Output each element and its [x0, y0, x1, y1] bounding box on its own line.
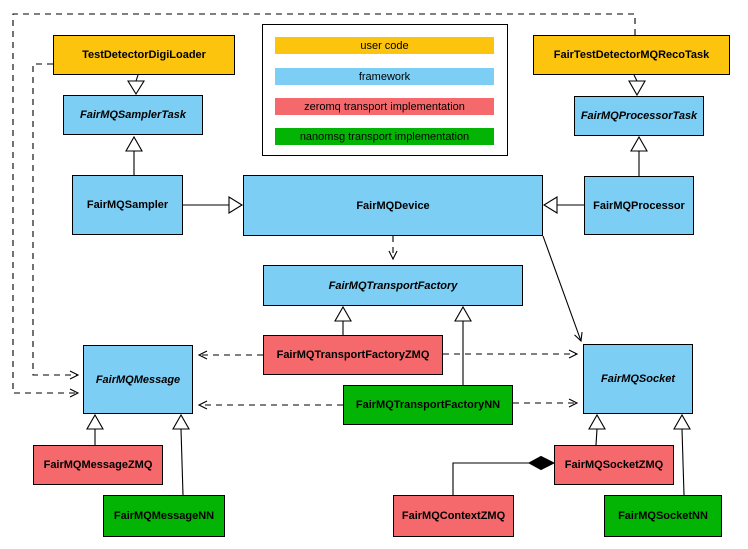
edge-factoryzmq-to-transportfactory — [334, 305, 352, 335]
node-fairtestdetectormqrecotask: FairTestDetectorMQRecoTask — [533, 35, 730, 75]
edge-messagenn-to-message — [172, 413, 190, 496]
node-fairmqtransportfactoryzmq: FairMQTransportFactoryZMQ — [263, 335, 443, 375]
edge-processor-to-processortask — [630, 135, 648, 176]
node-fairmqsocketnn: FairMQSocketNN — [604, 495, 722, 537]
edge-sampler-to-samplertask — [125, 135, 143, 175]
edge-processor-to-device — [542, 196, 584, 214]
node-fairmqmessagezmq: FairMQMessageZMQ — [33, 445, 163, 485]
node-fairmqcontextzmq: FairMQContextZMQ — [393, 495, 514, 537]
legend-item-nanomsg: nanomsg transport implementation — [275, 128, 494, 145]
edge-device-to-socket — [542, 235, 583, 343]
edge-recotask-to-message — [12, 13, 636, 398]
node-fairmqtransportfactorynn: FairMQTransportFactoryNN — [343, 385, 513, 425]
node-testdetectordigiloader: TestDetectorDigiLoader — [53, 35, 235, 75]
edge-digiloader-to-message — [32, 63, 80, 380]
node-fairmqsamplertask: FairMQSamplerTask — [63, 95, 203, 135]
node-fairmqdevice: FairMQDevice — [243, 175, 543, 236]
node-fairmqsocketzmq: FairMQSocketZMQ — [554, 445, 674, 485]
edge-socketzmq-to-socket — [588, 413, 606, 446]
legend-item-zeromq: zeromq transport implementation — [275, 98, 494, 115]
edge-recotask-to-processortask — [628, 74, 646, 97]
edge-sampler-to-device — [183, 196, 244, 214]
edge-socketnn-to-socket — [673, 413, 691, 496]
node-fairmqprocessor: FairMQProcessor — [584, 176, 694, 235]
edge-messagezmq-to-message — [86, 413, 104, 445]
legend-item-user-code: user code — [275, 37, 494, 54]
edge-contextzmq-to-socketzmq — [452, 455, 556, 495]
legend-item-framework: framework — [275, 68, 494, 85]
legend-box: user code framework zeromq transport imp… — [262, 24, 508, 156]
edge-factorynn-to-transportfactory — [454, 305, 472, 385]
node-fairmqmessagenn: FairMQMessageNN — [103, 495, 225, 537]
node-fairmqsocket: FairMQSocket — [583, 344, 693, 414]
node-fairmqmessage: FairMQMessage — [83, 345, 193, 414]
edge-digiloader-to-samplertask — [127, 74, 145, 96]
composition-diamond-icon — [527, 455, 556, 471]
node-fairmqprocessortask: FairMQProcessorTask — [574, 96, 704, 136]
node-fairmqtransportfactory: FairMQTransportFactory — [263, 265, 523, 306]
node-fairmqsampler: FairMQSampler — [72, 175, 183, 235]
